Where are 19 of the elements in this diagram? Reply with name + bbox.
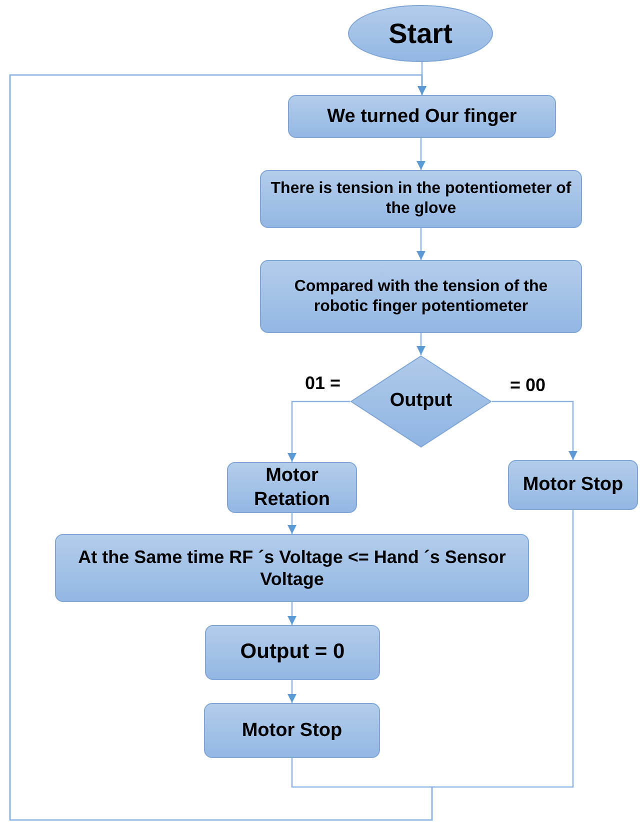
process-box: There is tension in the potentiometer of the glove [260,170,582,228]
arrow [287,513,297,534]
process-box: Motor Stop [508,460,638,510]
arrow [416,333,426,355]
arrow [287,400,350,462]
process-box: Output = 0 [205,625,380,680]
arrow [416,138,426,170]
start-ellipse: Start [348,5,493,62]
arrow [9,74,574,821]
arrow [287,680,297,703]
arrow [492,400,578,460]
process-box: Compared with the tension of the robotic finger potentiometer [260,260,582,333]
decision-label: Output [390,389,452,414]
process-box: Motor Stop [204,703,380,758]
arrow [287,602,297,625]
process-box: Motor Retation [227,462,357,513]
arrow [416,228,426,260]
process-box: We turned Our finger [288,95,556,138]
process-box: At the Same time RF ´s Voltage <= Hand ´s Sensor Voltage [55,534,529,602]
